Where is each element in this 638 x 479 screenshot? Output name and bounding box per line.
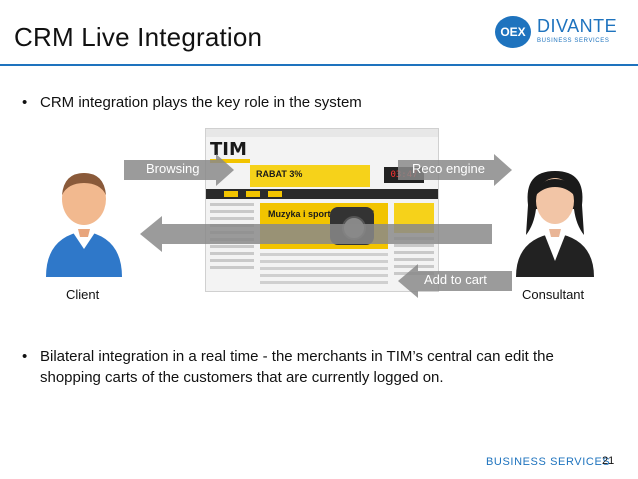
logo-mark: OEX [495,16,531,48]
shop-hero-text: Muzyka i sport To lubisz! [268,209,375,219]
browsing-arrow [124,154,234,186]
footer-brand: BUSINESS SERVICES [486,456,611,468]
slide-title: CRM Live Integration [14,22,263,52]
shop-content [260,253,388,287]
shop-nav [206,189,438,199]
logo-subtitle: BUSINESS SERVICES [537,38,610,44]
page-number: 21 [602,455,615,467]
shop-nav-item [246,191,260,197]
shop-nav-item [224,191,238,197]
title-divider [0,64,638,66]
male-user-icon [46,173,122,277]
shop-topbar [206,129,438,137]
browsing-label: Browsing [146,161,200,176]
bullet-marker: • [22,94,28,111]
divante-logo: OEX DIVANTE BUSINESS SERVICES [495,14,627,50]
bullet-bilateral-integration: • Bilateral integration in a real time - … [22,346,612,388]
reco-engine-arrow [398,154,514,186]
add-to-cart-label: Add to cart [424,272,487,287]
female-user-icon [516,171,594,277]
client-label: Client [66,287,100,302]
shop-banner-text: RABAT 3% [256,169,303,179]
add-to-cart-arrow [398,264,512,298]
bullet-text: Bilateral integration in a real time - t… [40,348,554,386]
consultant-to-client-arrow [140,216,492,252]
consultant-label: Consultant [522,287,585,302]
reco-engine-label: Reco engine [412,161,485,176]
bullet-marker: • [22,348,28,365]
bullet-crm-integration: • CRM integration plays the key role in t… [22,94,362,111]
bullet-text: CRM integration plays the key role in th… [40,94,362,111]
shop-banner: RABAT 3% [250,165,370,187]
shop-screenshot: TIM RABAT 3% 03:47 Muzyka i sport To lub… [205,128,439,292]
logo-brand: DIVANTE [537,16,618,36]
shop-nav-item [268,191,282,197]
